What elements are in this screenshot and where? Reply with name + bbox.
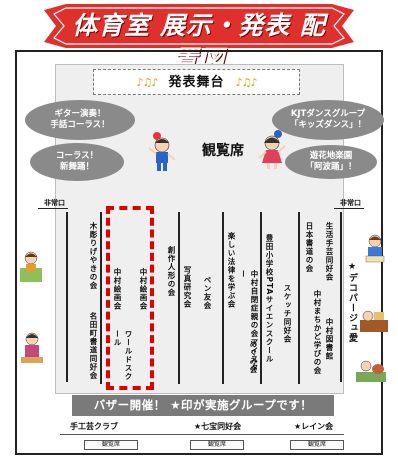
booth-divider [66, 212, 68, 382]
booth-divider [100, 212, 102, 384]
booth-label: 日本書道の会 [305, 222, 314, 273]
bubble-line: 遊花地楽園 [309, 151, 353, 161]
booth-divider [178, 212, 180, 384]
bubble-line: コーラス！ [55, 151, 99, 161]
bubble-line: 「キッズダンス」！ [289, 120, 367, 130]
booth-label: 中村図書館 [325, 318, 334, 361]
music-notes-right-icon: ♪♫♪ [235, 76, 258, 89]
map-frame-corner [358, 306, 390, 336]
booth-label: 楽しい法律を学ぶ会 [227, 232, 236, 309]
booth-divider [298, 212, 300, 384]
map-frame-corner [18, 248, 48, 284]
pottery-craft-icon [356, 360, 386, 382]
bottom-seat: 観覧席 [190, 440, 244, 450]
map-frame-corner [18, 330, 48, 366]
bubble-line: KJTダンスグループ [290, 109, 366, 119]
highlighted-booth [106, 206, 154, 390]
booth-label: 名田町書道同好会 [89, 312, 98, 380]
bubble-line: ギター演奏！ [54, 109, 106, 119]
booth-label: 写真研究会 [183, 266, 192, 309]
booth-divider [340, 212, 342, 382]
boy-illustration-icon [148, 132, 176, 171]
painting-child-icon [20, 251, 42, 282]
emergency-exit-right: 非常口 [340, 199, 361, 207]
bazaar-banner: バザー開催！ ★印が実施グループです！ [72, 395, 334, 416]
stage: ♪♫♪ 発表舞台 ♪♫♪ [93, 69, 300, 95]
reading-child-icon [365, 234, 385, 263]
emergency-exit-left: 非常口 [44, 199, 65, 207]
booth-label: 創作人形の会 [167, 246, 176, 297]
bottom-seat: 観覧席 [84, 440, 138, 450]
booth-divider [222, 212, 224, 384]
music-notes-left-icon: ♪♫♪ [136, 76, 158, 89]
bottom-group-label: ★七宝同好会 [194, 422, 242, 431]
bubble-awa-odori: 遊花地楽園 「阿波踊」！ [285, 145, 377, 179]
booth-label: 豊田小学校PTAサイエンスクール [265, 234, 274, 364]
girl-illustration-icon [258, 130, 286, 169]
map-frame-corner [354, 356, 388, 384]
bubble-line: 新舞踊！ [59, 162, 94, 172]
booth-label: 木彫りげやきの会 [89, 222, 98, 290]
page-title: 体育室 展示・発表 配置図 [72, 11, 326, 74]
booth-label: スケッチ同好会 [283, 284, 292, 344]
bubble-kids-dance: KJTダンスグループ 「キッズダンス」！ [272, 100, 384, 140]
map-frame-corner [360, 232, 390, 268]
booth-label: 中村絵画会 [139, 268, 148, 311]
booth-label: 中村まちかど学びの会 [313, 290, 322, 375]
booth-label: めぐみ会 [249, 340, 258, 374]
title-ribbon [44, 4, 354, 48]
exit-divider-right [334, 208, 364, 209]
sewing-craft-icon [360, 310, 388, 332]
bottom-group-label: ★レイン会 [294, 422, 334, 431]
crafting-woman-icon [21, 332, 43, 363]
bubble-chorus-dance: コーラス！ 新舞踊！ [30, 143, 124, 181]
decoupage-group-label: ★デコパージュ愛 [347, 262, 357, 343]
booth-label: ペン友会 [203, 276, 212, 310]
booth-label: 生活手芸同好会 [325, 222, 334, 282]
booth-label: ワールドスクール [113, 330, 133, 381]
bottom-divider [60, 434, 344, 435]
booth-label: 中村自閉症親の会マイスター [239, 270, 259, 372]
bubble-line: 手話コーラス！ [50, 120, 110, 130]
booth-label: 中村絵画会 [113, 268, 122, 311]
bottom-seat: 観覧席 [290, 440, 344, 450]
exit-divider-left [38, 208, 68, 209]
stage-label: 発表舞台 [168, 75, 225, 90]
booth-divider [260, 212, 262, 384]
bottom-group-label: 手工芸クラブ [70, 422, 118, 431]
audience-seats-label: 観覧席 [202, 143, 244, 159]
bubble-line: 「阿波踊」！ [305, 162, 357, 172]
bubble-guitar-sign-chorus: ギター演奏！ 手話コーラス！ [25, 100, 135, 140]
